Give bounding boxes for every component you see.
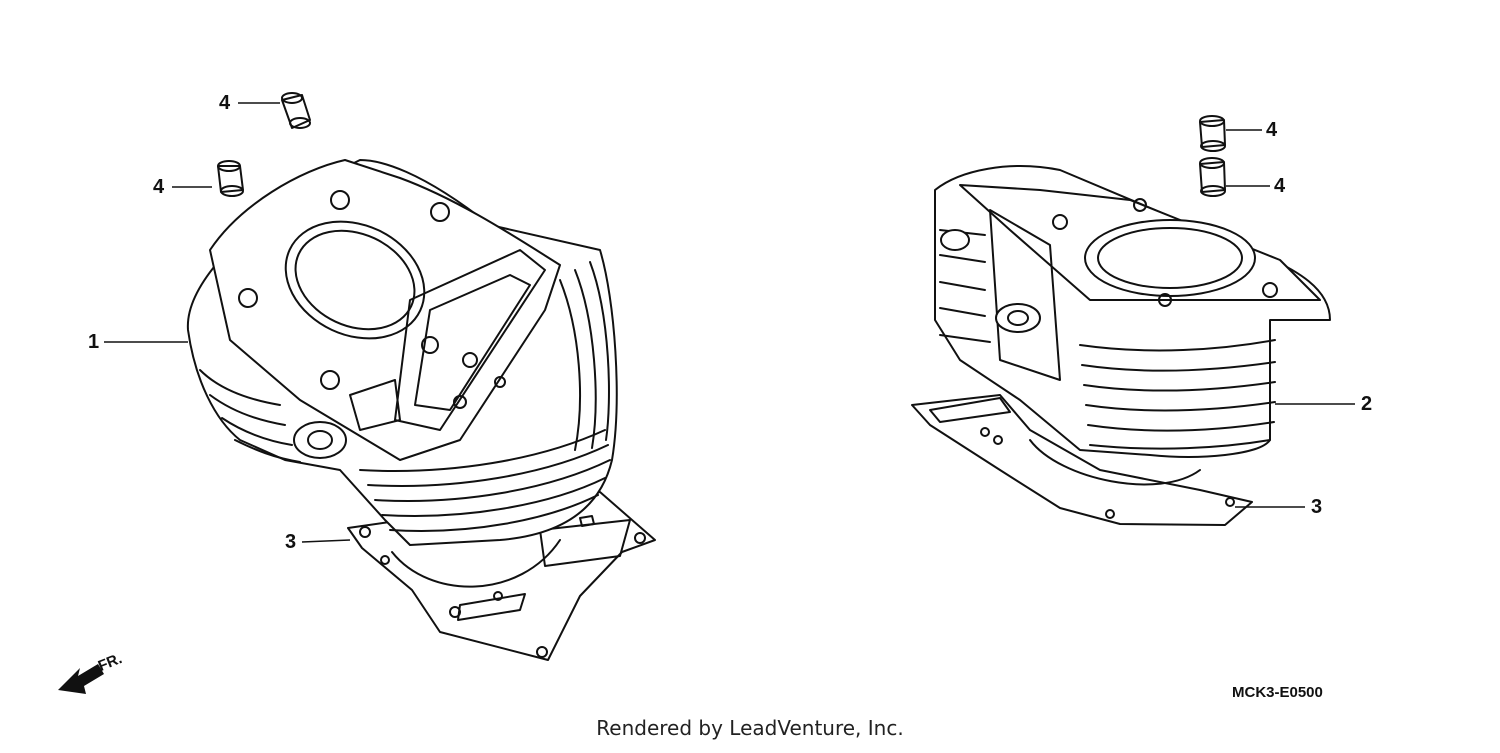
leader-lines [104,102,1355,543]
diagram-code: MCK3-E0500 [1232,684,1323,701]
dowel-pin-mid-right [1199,157,1226,197]
callout-dowel-mid-left: 4 [153,176,165,198]
callout-dowel-top-right: 4 [1266,119,1278,141]
rear-base-gasket [911,394,1253,526]
callout-front-cylinder: 1 [88,331,100,353]
dowel-pin-top-right [1199,115,1226,152]
callout-rear-cylinder: 2 [1361,393,1373,415]
front-direction-arrow-icon [58,664,104,694]
front-cylinder [186,159,656,661]
dowel-pin-mid-left [217,160,244,197]
dowel-pin-top-left [281,92,311,129]
callout-front-gasket: 3 [285,531,297,553]
rear-cylinder [911,165,1331,526]
callout-rear-gasket: 3 [1311,496,1323,518]
callout-dowel-top-left: 4 [219,92,231,114]
callout-dowel-mid-right: 4 [1274,175,1286,197]
footer-credit: Rendered by LeadVenture, Inc. [596,716,904,740]
